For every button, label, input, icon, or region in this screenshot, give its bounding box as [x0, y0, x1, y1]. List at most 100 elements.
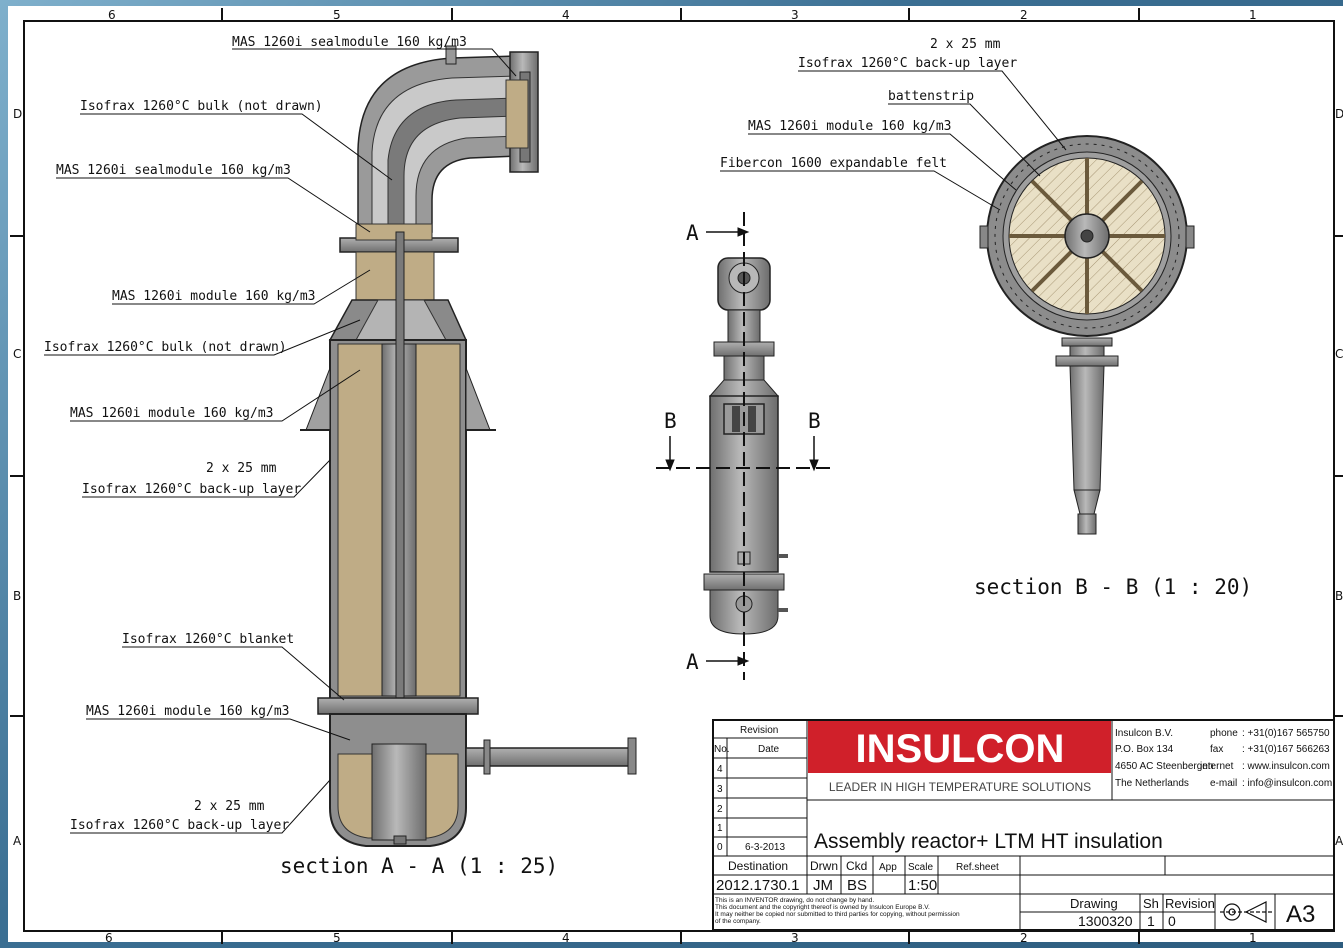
label-bulk-mid: Isofrax 1260°C bulk (not drawn): [44, 340, 287, 355]
tb-contact-val-3: : info@insulcon.com: [1242, 778, 1332, 789]
tb-contact-val-2: : www.insulcon.com: [1242, 761, 1330, 772]
tb-rev-no-1: 1: [717, 823, 723, 834]
grid-col-2-bottom: 2: [1020, 931, 1028, 945]
label-sealmodule-top: MAS 1260i sealmodule 160 kg/m3: [232, 35, 467, 50]
label-blanket: Isofrax 1260°C blanket: [122, 632, 294, 647]
tb-val-format: A3: [1286, 901, 1315, 928]
lower-flange: [317, 697, 479, 715]
tb-contact-key-1: fax: [1210, 744, 1223, 755]
label-backup-2: Isofrax 1260°C back-up layer: [70, 818, 289, 833]
grid-row-d-right: D: [1335, 107, 1343, 121]
side-view-markers: A A B B: [664, 221, 821, 674]
grid-col-3-bottom: 3: [791, 931, 799, 945]
label-module-2: MAS 1260i module 160 kg/m3: [70, 406, 274, 421]
tb-contact-key-3: e-mail: [1210, 778, 1237, 789]
grid-col-1-bottom: 1: [1249, 931, 1257, 945]
grid-col-6: 6: [108, 8, 116, 22]
tb-rev-date-0: 6-3-2013: [745, 842, 785, 853]
grid-row-d: D: [13, 107, 22, 121]
grid-row-a: A: [13, 834, 22, 848]
grid-col-3: 3: [791, 8, 799, 22]
lower-nozzle-b: [1077, 513, 1097, 535]
label-b-backup: Isofrax 1260°C back-up layer: [798, 56, 1017, 71]
marker-a-top: A: [686, 221, 699, 245]
tb-company-3: The Netherlands: [1115, 778, 1189, 789]
main-insulation-right: [415, 343, 461, 697]
tb-contact-val-1: : +31(0)167 566263: [1242, 744, 1330, 755]
flange-b-2: [1055, 355, 1119, 367]
section-b-b-drawing: [979, 135, 1195, 535]
marker-b-right: B: [808, 409, 821, 433]
grid-ticks: [10, 8, 1343, 944]
label-module-3: MAS 1260i module 160 kg/m3: [86, 704, 290, 719]
grid-col-5: 5: [333, 8, 341, 22]
marker-b-left: B: [664, 409, 677, 433]
insulcon-logo-bg: [808, 721, 1111, 773]
projection-symbol-icon: [1220, 901, 1272, 923]
grid-row-c: C: [13, 347, 21, 361]
tb-rev-no-0: 0: [717, 842, 723, 853]
tb-val-drawing: 1300320: [1078, 913, 1133, 929]
grid-col-1: 1: [1249, 8, 1257, 22]
label-backup-1-dim: 2 x 25 mm: [206, 461, 277, 476]
tb-hdr-drwn: Drwn: [810, 859, 838, 873]
marker-a-bottom: A: [686, 650, 699, 674]
label-module-1: MAS 1260i module 160 kg/m3: [112, 289, 316, 304]
tb-disclaimer-2: It may neither be copied nor submitted t…: [715, 911, 960, 918]
grid-col-4: 4: [562, 8, 570, 22]
upper-insulation: [355, 251, 435, 301]
tb-company-1: P.O. Box 134: [1115, 744, 1174, 755]
grid-col-2: 2: [1020, 8, 1028, 22]
insulcon-logo: INSULCON: [856, 727, 1065, 771]
section-a-a-drawing: [300, 45, 637, 847]
tb-hdr-ckd: Ckd: [846, 859, 867, 873]
section-a-leaders: [44, 48, 517, 834]
tb-disclaimer-3: of the company.: [715, 918, 761, 925]
tb-rev-no-2: 2: [717, 804, 723, 815]
tb-disclaimer-0: This is an INVENTOR drawing, do not chan…: [715, 897, 874, 904]
label-b-battenstrip: battenstrip: [888, 89, 974, 104]
label-b-module: MAS 1260i module 160 kg/m3: [748, 119, 952, 134]
side-nozzle-flange: [627, 737, 637, 775]
grid-row-b-right: B: [1335, 589, 1343, 603]
side-nozzle-flange-2: [483, 739, 491, 775]
tb-val-destination: 2012.1730.1: [716, 877, 799, 894]
side-nozzle: [465, 747, 633, 767]
tb-val-revision: 0: [1168, 913, 1176, 929]
grid-row-c-right: C: [1335, 347, 1343, 361]
tb-tagline: LEADER IN HIGH TEMPERATURE SOLUTIONS: [829, 780, 1091, 794]
tb-col-no: No.: [714, 744, 730, 755]
tb-hdr-app: App: [879, 862, 897, 873]
lower-body-b: [1069, 365, 1105, 491]
bottom-tube: [371, 743, 427, 841]
section-a-title: section A - A (1 : 25): [280, 854, 558, 878]
tb-hdr-drawing: Drawing: [1070, 896, 1118, 911]
section-a-labels: MAS 1260i sealmodule 160 kg/m3 Isofrax 1…: [44, 35, 558, 878]
label-sealmodule-mid: MAS 1260i sealmodule 160 kg/m3: [56, 163, 291, 178]
label-backup-1: Isofrax 1260°C back-up layer: [82, 482, 301, 497]
tb-hdr-refsheet: Ref.sheet: [956, 862, 999, 873]
section-b-leaders: [720, 70, 1067, 211]
grid-col-6-bottom: 6: [105, 931, 113, 945]
tb-contact-val-0: : +31(0)167 565750: [1242, 728, 1330, 739]
tb-company-0: Insulcon B.V.: [1115, 728, 1173, 739]
grid-labels: 6 5 4 3 2 1 6 5 4 3 2 1 D C B A D C B A: [13, 8, 1343, 945]
tb-drawing-title: Assembly reactor+ LTM HT insulation: [814, 830, 1163, 853]
grid-row-b: B: [13, 589, 21, 603]
tb-hdr-sh: Sh: [1143, 896, 1159, 911]
side-view-section-lines: [656, 212, 830, 680]
tb-company-2: 4650 AC Steenbergen: [1115, 761, 1213, 772]
tb-val-scale: 1:50: [908, 877, 937, 894]
tb-disclaimer-1: This document and the copyright thereof …: [715, 904, 930, 911]
tb-contact-key-0: phone: [1210, 728, 1238, 739]
side-lug-right: [1185, 225, 1195, 249]
label-b-dim: 2 x 25 mm: [930, 37, 1001, 52]
label-bulk-top: Isofrax 1260°C bulk (not drawn): [80, 99, 323, 114]
tb-val-drwn: JM: [813, 877, 833, 894]
section-b-labels: 2 x 25 mm Isofrax 1260°C back-up layer b…: [720, 37, 1252, 599]
grid-col-4-bottom: 4: [562, 931, 570, 945]
tb-val-sh: 1: [1147, 913, 1155, 929]
tb-hdr-scale: Scale: [908, 862, 933, 873]
bolt-circle: [994, 143, 1180, 329]
